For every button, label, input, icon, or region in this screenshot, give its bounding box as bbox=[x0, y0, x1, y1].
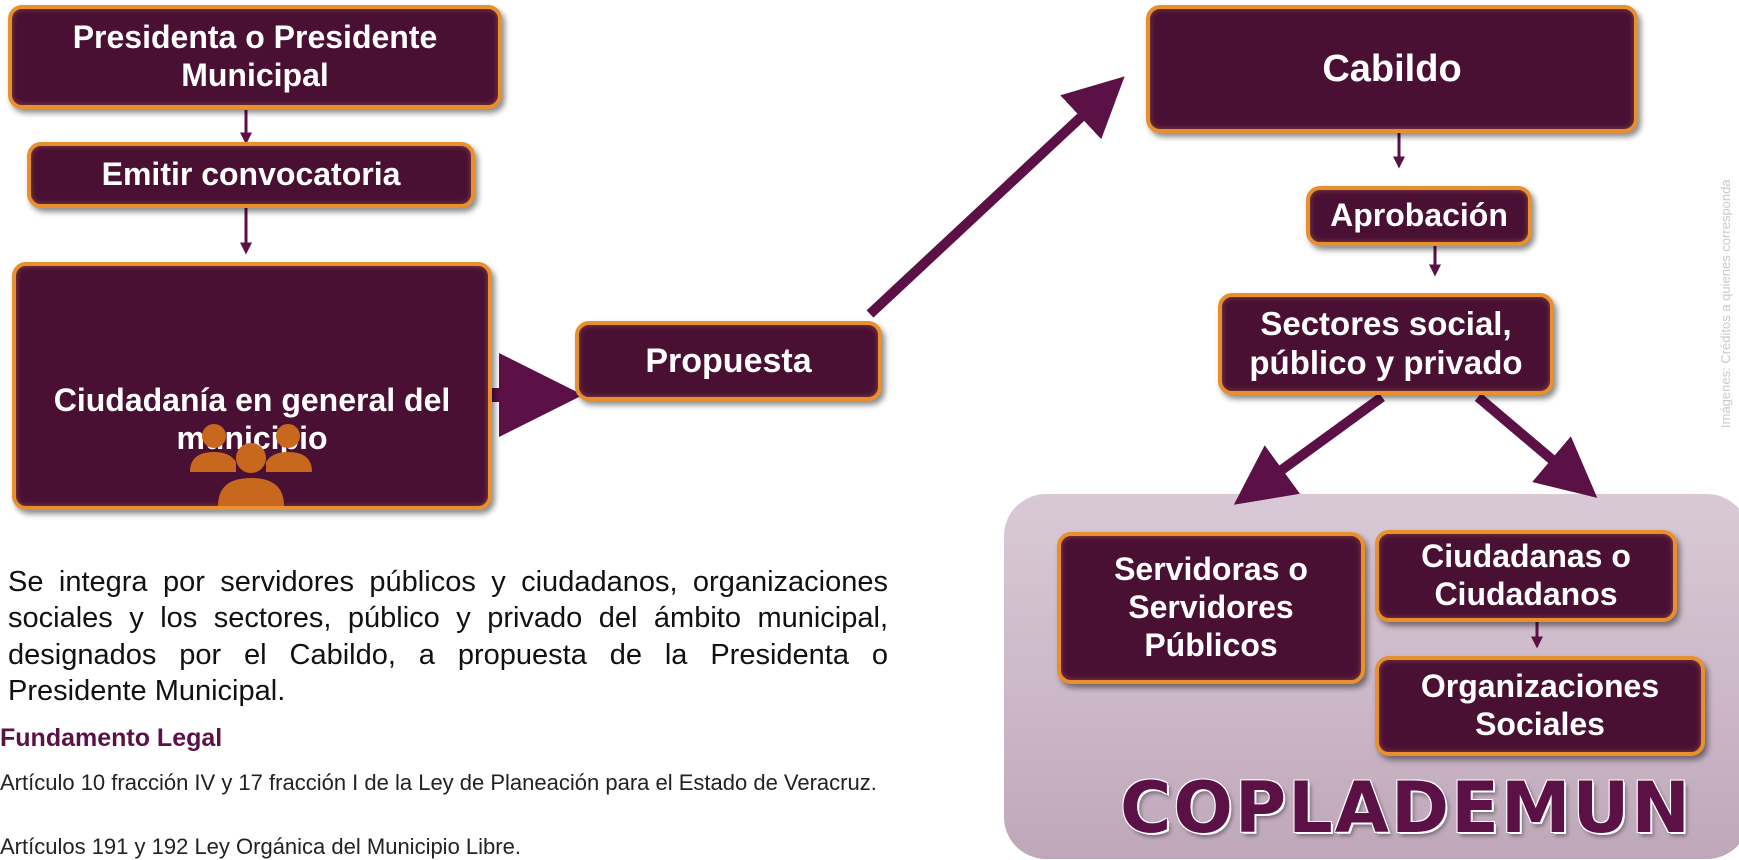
node-servidores-publicos: Servidoras o Servidores Públicos bbox=[1057, 532, 1365, 684]
legal-basis-title: Fundamento Legal bbox=[0, 724, 223, 752]
node-presidenta-presidente: Presidenta o Presidente Municipal bbox=[8, 5, 502, 109]
node-aprobacion: Aprobación bbox=[1306, 186, 1532, 246]
arrow-propuesta-to-cabildo bbox=[866, 76, 1125, 318]
legal-basis-line-1: Artículo 10 fracción IV y 17 fracción I … bbox=[0, 770, 877, 795]
node-propuesta-label: Propuesta bbox=[645, 341, 812, 380]
arrow-sectores-to-servidores bbox=[1233, 392, 1385, 505]
node-ciudadanos: Ciudadanas o Ciudadanos bbox=[1375, 530, 1677, 622]
node-emitir-convocatoria: Emitir convocatoria bbox=[27, 142, 475, 208]
image-credit: Imágenes: Créditos a quienes corresponda bbox=[1718, 179, 1733, 428]
node-ciudadanos-label: Ciudadanas o Ciudadanos bbox=[1421, 538, 1631, 612]
arrow-sectores-to-ciudadanos bbox=[1474, 393, 1598, 498]
node-servidores-publicos-label: Servidoras o Servidores Públicos bbox=[1114, 551, 1308, 663]
legal-basis-line-2: Artículos 191 y 192 Ley Orgánica del Mun… bbox=[0, 834, 521, 859]
node-sectores: Sectores social, público y privado bbox=[1218, 293, 1554, 395]
node-propuesta: Propuesta bbox=[575, 321, 882, 401]
node-aprobacion-label: Aprobación bbox=[1330, 197, 1508, 234]
description-paragraph: Se integra por servidores públicos y ciu… bbox=[8, 566, 888, 707]
node-cabildo-label: Cabildo bbox=[1322, 47, 1462, 90]
coplademun-title: COPLADEMUN bbox=[1120, 767, 1692, 849]
node-organizaciones-sociales-label: Organizaciones Sociales bbox=[1420, 668, 1660, 742]
node-sectores-label: Sectores social, público y privado bbox=[1249, 305, 1523, 381]
people-group-icon bbox=[190, 424, 312, 506]
node-presidenta-presidente-label: Presidenta o Presidente Municipal bbox=[72, 19, 438, 93]
node-emitir-convocatoria-label: Emitir convocatoria bbox=[101, 156, 401, 193]
node-cabildo: Cabildo bbox=[1146, 5, 1638, 133]
node-organizaciones-sociales: Organizaciones Sociales bbox=[1375, 656, 1705, 756]
